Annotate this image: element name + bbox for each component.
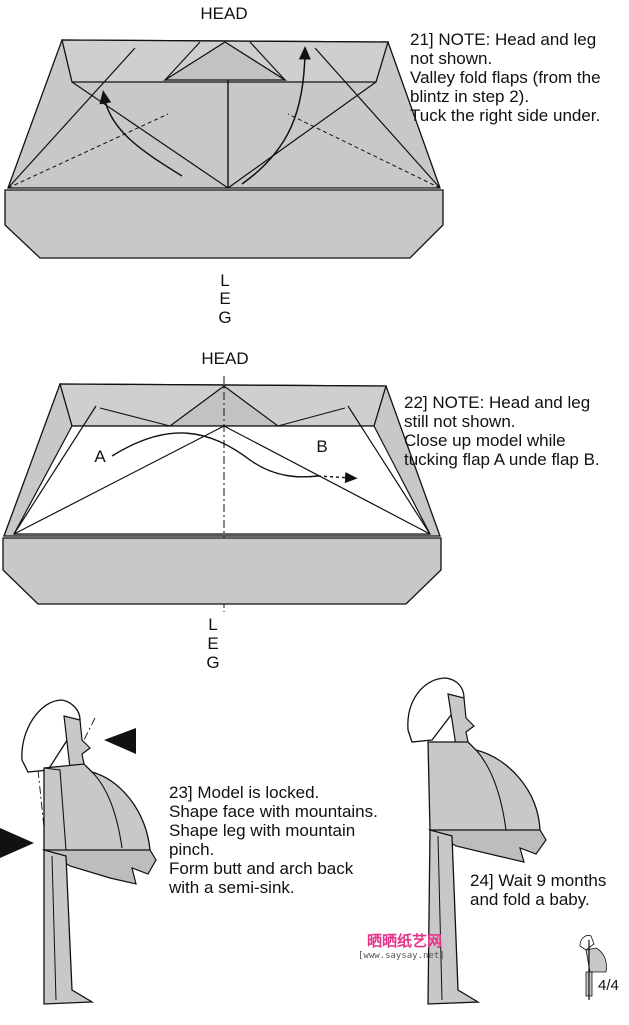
note-line: and fold a baby. [470,890,590,909]
step21-leg-g: G [218,308,231,327]
step21-arrow-right [241,46,311,185]
step22-note: 22] NOTE: Head and leg still not shown. … [404,393,600,469]
note-line: 21] NOTE: Head and leg [410,30,597,49]
step24-leg [427,829,481,1005]
step22-flap-a: A [94,447,106,466]
note-line: Form butt and arch back [169,859,354,878]
note-line: not shown. [410,49,493,68]
note-line: Close up model while [404,431,566,450]
note-line: Tuck the right side under. [410,106,601,125]
step22-leg-l: L [208,615,217,634]
step22-leg-e: E [207,634,218,653]
step22-flap-b: B [316,437,327,456]
step21-head-flap [162,41,288,81]
step23-leg [43,849,95,1005]
step23-note: 23] Model is locked. Shape face with mou… [169,783,378,897]
note-line: Valley fold flaps (from the [410,68,601,87]
note-line: 24] Wait 9 months [470,871,607,890]
step21-leg-flap [4,189,444,259]
step23-arrow-face [104,728,136,754]
step24-note: 24] Wait 9 months and fold a baby. [470,871,606,909]
step22-leg-g: G [206,653,219,672]
step21-figure: HEAD L E G [4,4,444,327]
step24-torso [427,741,541,835]
step21-arrow-left [99,90,183,177]
step21-leg-e: E [219,289,230,308]
step22-figure: HEAD A B L E G [2,349,442,672]
step24-figure [407,677,547,1005]
page-number: 4/4 [598,977,619,994]
step22-tuck-arrow [111,432,319,478]
step22-head-label: HEAD [201,349,248,368]
step23-arrow-back [0,828,34,858]
note-line: 23] Model is locked. [169,783,320,802]
note-line: Shape leg with mountain [169,821,356,840]
note-line: 22] NOTE: Head and leg [404,393,591,412]
step21-leg-l: L [220,271,229,290]
note-line: with a semi-sink. [169,878,295,897]
step21-head-label: HEAD [200,4,247,23]
note-line: blintz in step 2). [410,87,530,106]
note-line: still not shown. [404,412,516,431]
watermark-url: [www.saysay.net] [358,951,445,961]
step21-note: 21] NOTE: Head and leg not shown. Valley… [410,30,601,125]
page-figure-icon [579,935,607,1000]
step22-leg-flap [2,537,442,605]
note-line: pinch. [169,840,215,859]
note-line: tucking flap A unde flap B. [404,450,600,469]
watermark-logo: 晒晒纸艺网 [367,932,443,950]
note-line: Shape face with mountains. [169,802,378,821]
step23-figure [0,699,157,1005]
